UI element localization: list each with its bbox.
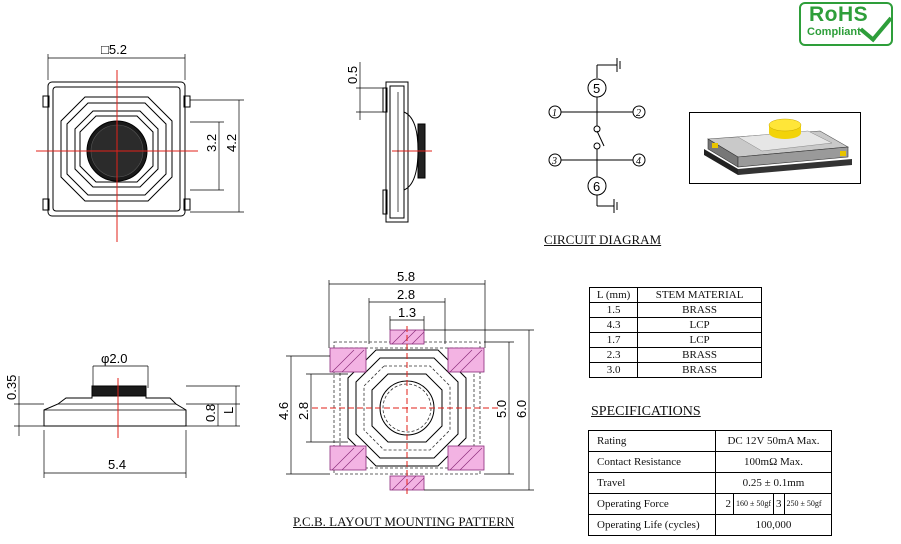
table-row: 4.3 LCP [588,317,762,333]
table-row: 1.7 LCP [588,332,762,348]
table-row: Contact Resistance 100mΩ Max. [588,451,832,473]
terminal-4: 4 [636,156,641,167]
spec-value: 2 160 ± 50gf 3 250 ± 50gf [715,493,832,515]
table-cell: 1.5 [588,302,639,318]
table-cell: BRASS [637,347,762,363]
pcb-layout-caption: P.C.B. LAYOUT MOUNTING PATTERN [293,514,515,529]
front-dia: φ2.0 [101,351,128,366]
table-cell: BRASS [637,302,762,318]
table-cell: BRASS [637,362,762,378]
table-header: L (mm) [588,287,639,303]
spec-label: Rating [588,430,716,452]
table-cell: 3.0 [588,362,639,378]
front-dim-h3: L [221,407,236,414]
table-cell: 1.7 [588,332,639,348]
spec-value: 0.25 ± 0.1mm [715,472,832,494]
table-row: 1.5 BRASS [588,302,762,318]
force-option-value: 160 ± 50gf [735,499,771,508]
side-view: 0.5 [345,62,432,223]
spec-label: Travel [588,472,716,494]
table-row: 2.3 BRASS [588,347,762,363]
spec-label: Operating Life (cycles) [588,514,716,536]
pcb-dim-28: 2.8 [397,287,415,302]
table-row: Operating Life (cycles) 100,000 [588,514,832,536]
product-photo [689,112,861,184]
side-dim-top: 0.5 [345,66,360,84]
pcb-dim-60: 6.0 [514,400,529,418]
pcb-dim-58: 5.8 [397,269,415,284]
spec-value: 100,000 [715,514,832,536]
terminal-6: 6 [593,179,600,194]
table-row: Travel 0.25 ± 0.1mm [588,472,832,494]
spec-value: DC 12V 50mA Max. [715,430,832,452]
table-row: Operating Force 2 160 ± 50gf 3 250 ± 50g… [588,493,832,515]
stem-material-table: L (mm) STEM MATERIAL 1.5 BRASS 4.3 LCP 1… [588,287,762,378]
specifications-table: Rating DC 12V 50mA Max. Contact Resistan… [588,430,832,536]
top-dim-b: 4.2 [224,134,239,152]
table-cell: 4.3 [588,317,639,333]
terminal-2: 2 [636,108,641,119]
rohs-compliant-logo: RoHS Compliant [799,2,893,46]
pcb-dim-13: 1.3 [398,305,416,320]
force-option-number: 3 [773,494,785,514]
rohs-logo-line2: Compliant [807,26,861,38]
operating-force-options: 2 160 ± 50gf 3 250 ± 50gf [716,494,831,514]
spec-label: Contact Resistance [588,451,716,473]
pcb-dim-28v: 2.8 [296,402,311,420]
table-cell: LCP [637,317,762,333]
spec-value: 100mΩ Max. [715,451,832,473]
force-option-number: 2 [725,494,734,514]
terminal-1: 1 [552,108,557,119]
force-option-value: 250 ± 50gf [786,499,822,508]
pcb-dim-46: 4.6 [276,402,291,420]
table-header: STEM MATERIAL [637,287,762,303]
spec-label: Operating Force [588,493,716,515]
rohs-logo-line1: RoHS [809,3,869,26]
top-width-dim: □5.2 [101,42,127,57]
specifications-caption: SPECIFICATIONS [591,404,701,419]
table-row: Rating DC 12V 50mA Max. [588,430,832,452]
top-view: □5.2 3.2 4.2 [36,42,244,242]
table-row: 3.0 BRASS [588,362,762,378]
front-view: φ2.0 0.35 0.8 L 5.4 [4,351,240,478]
table-row: L (mm) STEM MATERIAL [588,287,762,303]
front-dim-h2: 0.8 [203,404,218,422]
terminal-5: 5 [593,81,600,96]
pcb-layout: 5.8 2.8 1.3 [276,269,534,494]
terminal-3: 3 [551,156,557,167]
circuit-diagram-caption: CIRCUIT DIAGRAM [544,232,662,247]
front-width: 5.4 [108,457,126,472]
table-cell: 2.3 [588,347,639,363]
top-dim-a: 3.2 [204,134,219,152]
circuit-diagram: 5 1 2 3 4 6 [548,58,646,213]
switch-render-icon [704,118,852,175]
front-dim-h1: 0.35 [4,375,19,400]
pcb-dim-50: 5.0 [494,400,509,418]
table-cell: LCP [637,332,762,348]
